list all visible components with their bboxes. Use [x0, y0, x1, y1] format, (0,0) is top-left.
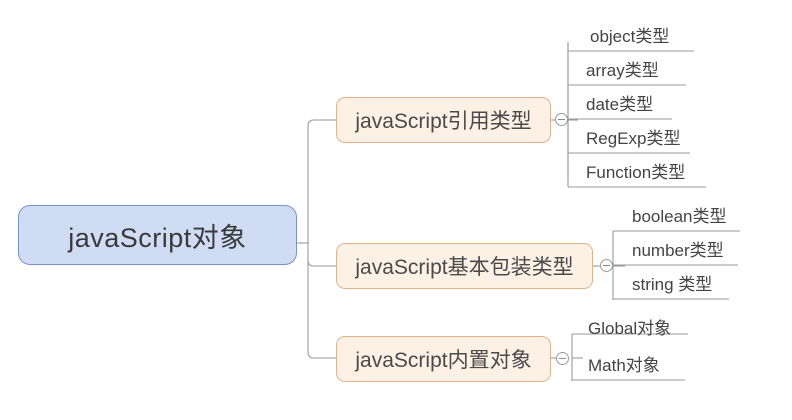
leaf-node[interactable]: Function类型 [586, 163, 686, 182]
leaf-node[interactable]: date类型 [586, 95, 654, 114]
leaf-node[interactable]: boolean类型 [632, 207, 727, 226]
root-node[interactable]: javaScript对象 [18, 205, 297, 265]
collapse-minus-icon[interactable] [555, 113, 568, 126]
leaf-node[interactable]: string 类型 [632, 275, 713, 294]
leaf-node[interactable]: RegExp类型 [586, 129, 681, 148]
leaf-node[interactable]: object类型 [590, 27, 670, 46]
leaf-node[interactable]: Math对象 [588, 356, 660, 375]
branch-node-label: javaScript基本包装类型 [355, 256, 574, 279]
collapse-minus-icon[interactable] [600, 259, 613, 272]
collapse-minus-icon[interactable] [556, 352, 569, 365]
branch-node-reference-types[interactable]: javaScript引用类型 [336, 97, 551, 143]
root-node-label: javaScript对象 [68, 222, 247, 253]
branch-node-primitive-wrapper-types[interactable]: javaScript基本包装类型 [336, 243, 593, 289]
leaf-node[interactable]: array类型 [586, 61, 659, 80]
leaf-node[interactable]: Global对象 [588, 319, 672, 338]
leaf-node[interactable]: number类型 [632, 241, 724, 260]
branch-node-label: javaScript内置对象 [355, 349, 532, 372]
branch-node-label: javaScript引用类型 [355, 110, 532, 133]
branch-node-builtin-objects[interactable]: javaScript内置对象 [336, 336, 551, 382]
